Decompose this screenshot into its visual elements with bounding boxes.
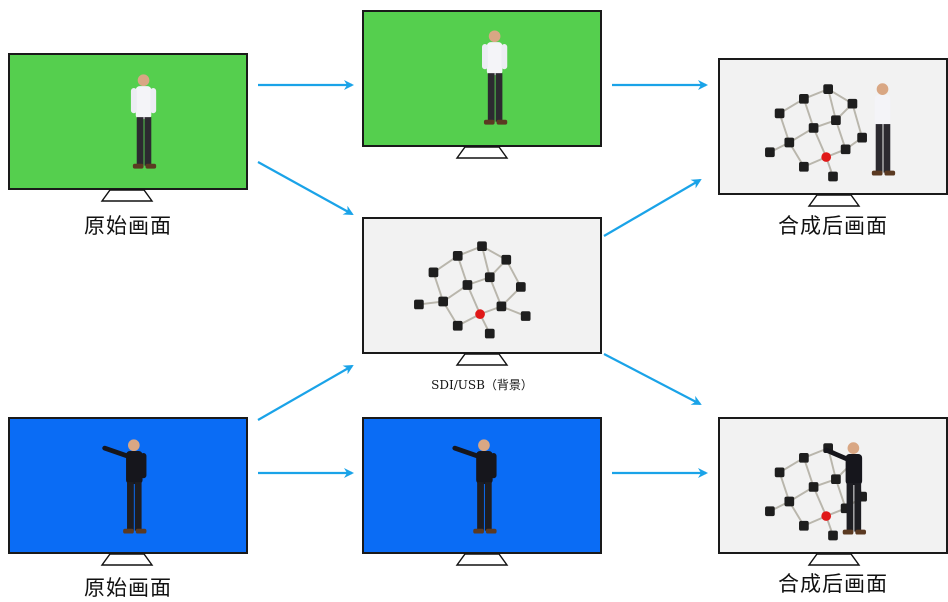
molecule-model-graphic (765, 83, 896, 182)
arrow-background-to-composite-top (603, 178, 702, 237)
molecule-model-graphic (765, 442, 867, 541)
arrow-background-to-composite-bottom (603, 353, 702, 405)
monitor-stand (455, 553, 509, 566)
label-original-bottom: 原始画面 (84, 576, 172, 600)
monitor-original-blue (8, 417, 248, 554)
monitor-stand (807, 553, 861, 566)
monitor-original-green (8, 53, 248, 190)
monitor-keyed-green (362, 10, 602, 147)
arrow-blue-to-background (257, 365, 354, 421)
presenter-gesturing-figure (102, 439, 147, 534)
presenter-standing-figure (482, 30, 508, 125)
monitor-stand (455, 353, 509, 366)
monitor-composite-bottom (718, 417, 948, 554)
monitor-stand (100, 189, 154, 202)
monitor-stand (455, 146, 509, 159)
monitor-composite-top (718, 58, 948, 195)
presenter-gesturing-figure (452, 439, 497, 534)
monitor-stand (807, 194, 861, 207)
monitor-background-source (362, 217, 602, 354)
molecule-model-graphic (414, 241, 531, 339)
label-composite-top: 合成后画面 (778, 214, 888, 238)
arrow-green-to-background (257, 161, 354, 215)
label-original-top: 原始画面 (84, 214, 172, 238)
monitor-stand (100, 553, 154, 566)
monitor-keyed-blue (362, 417, 602, 554)
label-background-source: SDI/USB（背景） (431, 378, 533, 392)
presenter-standing-figure (130, 74, 157, 169)
label-composite-bottom: 合成后画面 (778, 572, 888, 596)
